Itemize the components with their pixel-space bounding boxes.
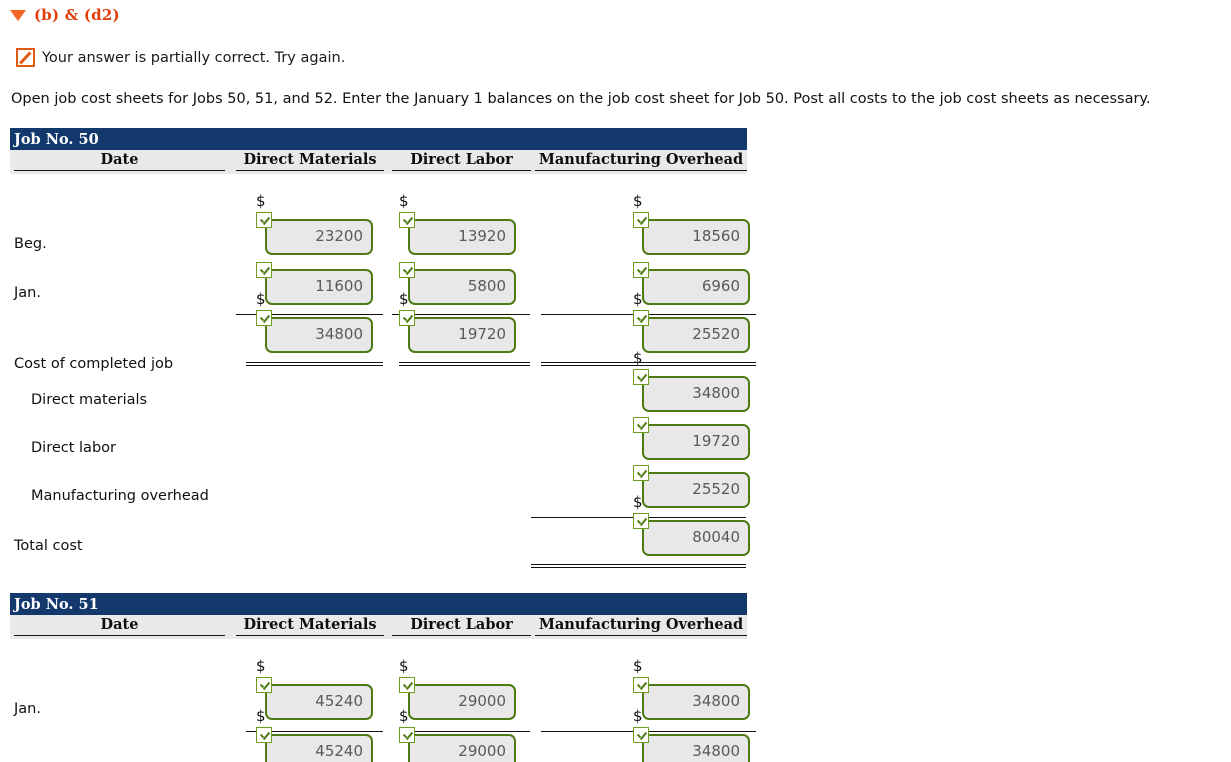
correct-check-icon (399, 212, 415, 228)
label-manufacturing-overhead: Manufacturing overhead (31, 488, 209, 504)
input-dm-beg[interactable]: 23200 (265, 219, 373, 255)
correct-check-icon (256, 262, 272, 278)
currency-symbol: $ (256, 192, 266, 210)
correct-check-icon (256, 310, 272, 326)
correct-check-icon (633, 262, 649, 278)
job-sheet-50: Job No. 50 Date Direct Materials Direct … (10, 128, 756, 370)
input-completed-total-cost[interactable]: 80040 (642, 520, 750, 556)
currency-symbol: $ (256, 657, 266, 675)
correct-check-icon (633, 417, 649, 433)
input-dl-jan[interactable]: 5800 (408, 269, 516, 305)
column-header-direct-labor: Direct Labor (392, 616, 531, 636)
correct-check-icon (633, 369, 649, 385)
cost-of-completed-job-block: Cost of completed job Direct materials $… (10, 349, 750, 582)
label-direct-labor: Direct labor (31, 440, 116, 456)
input-51-moh-total[interactable]: 34800 (642, 734, 750, 762)
input-completed-direct-labor[interactable]: 19720 (642, 424, 750, 460)
correct-check-icon (256, 727, 272, 743)
column-header-direct-labor: Direct Labor (392, 151, 531, 171)
subtotal-rule-dl (392, 314, 530, 315)
row-label-jan: Jan. (14, 285, 41, 301)
input-dm-jan[interactable]: 11600 (265, 269, 373, 305)
correct-check-icon (399, 677, 415, 693)
column-header-date: Date (14, 151, 225, 171)
correct-check-icon (256, 677, 272, 693)
job50-column-headers: Date Direct Materials Direct Labor Manuf… (10, 150, 747, 174)
currency-symbol: $ (633, 290, 643, 308)
input-dl-beg[interactable]: 13920 (408, 219, 516, 255)
currency-symbol: $ (399, 707, 409, 725)
partially-correct-icon (16, 48, 35, 67)
input-completed-manufacturing-overhead[interactable]: 25520 (642, 472, 750, 508)
input-51-dl-jan[interactable]: 29000 (408, 684, 516, 720)
job51-column-headers: Date Direct Materials Direct Labor Manuf… (10, 615, 747, 639)
correct-check-icon (399, 727, 415, 743)
status-message: Your answer is partially correct. Try ag… (42, 49, 346, 66)
input-51-dm-jan[interactable]: 45240 (265, 684, 373, 720)
currency-symbol: $ (633, 349, 643, 367)
currency-symbol: $ (633, 192, 643, 210)
instruction-text: Open job cost sheets for Jobs 50, 51, an… (11, 91, 1151, 107)
total-double-rule-moh (541, 362, 756, 366)
input-51-dm-total[interactable]: 45240 (265, 734, 373, 762)
input-dl-total[interactable]: 19720 (408, 317, 516, 353)
column-header-direct-materials: Direct Materials (236, 151, 384, 171)
input-moh-beg[interactable]: 18560 (642, 219, 750, 255)
status-row: Your answer is partially correct. Try ag… (16, 48, 345, 67)
label-direct-materials: Direct materials (31, 392, 148, 408)
subtotal-rule-51-dm (246, 731, 383, 732)
input-moh-jan[interactable]: 6960 (642, 269, 750, 305)
correct-check-icon (633, 310, 649, 326)
currency-symbol: $ (256, 290, 266, 308)
subtotal-rule-dm (236, 314, 383, 315)
column-header-direct-materials: Direct Materials (236, 616, 384, 636)
column-header-manufacturing-overhead: Manufacturing Overhead (535, 151, 747, 171)
currency-symbol: $ (399, 192, 409, 210)
triangle-down-icon[interactable] (10, 9, 26, 21)
input-completed-direct-materials[interactable]: 34800 (642, 376, 750, 412)
section-title: (b) & (d2) (34, 6, 120, 24)
correct-check-icon (399, 310, 415, 326)
input-dm-total[interactable]: 34800 (265, 317, 373, 353)
column-header-manufacturing-overhead: Manufacturing Overhead (535, 616, 747, 636)
row-label-beg: Beg. (14, 236, 47, 252)
input-51-dl-total[interactable]: 29000 (408, 734, 516, 762)
currency-symbol: $ (633, 657, 643, 675)
total-double-rule-dl (399, 362, 530, 366)
row-label-jan: Jan. (14, 701, 41, 717)
currency-symbol: $ (256, 707, 266, 725)
completed-total-double-rule (531, 564, 746, 568)
correct-check-icon (633, 465, 649, 481)
correct-check-icon (633, 727, 649, 743)
currency-symbol: $ (633, 707, 643, 725)
currency-symbol: $ (633, 493, 643, 511)
job50-title: Job No. 50 (10, 128, 747, 150)
subtotal-rule-51-dl (399, 731, 530, 732)
correct-check-icon (633, 677, 649, 693)
correct-check-icon (399, 262, 415, 278)
correct-check-icon (256, 212, 272, 228)
correct-check-icon (633, 212, 649, 228)
correct-check-icon (633, 513, 649, 529)
completed-job-heading: Cost of completed job (14, 356, 174, 372)
job-sheet-51: Job No. 51 Date Direct Materials Direct … (10, 593, 756, 762)
total-double-rule-dm (246, 362, 383, 366)
input-moh-total[interactable]: 25520 (642, 317, 750, 353)
currency-symbol: $ (399, 657, 409, 675)
currency-symbol: $ (399, 290, 409, 308)
label-total-cost: Total cost (14, 538, 83, 554)
column-header-date: Date (14, 616, 225, 636)
input-51-moh-jan[interactable]: 34800 (642, 684, 750, 720)
section-header[interactable]: (b) & (d2) (10, 6, 120, 24)
job51-title: Job No. 51 (10, 593, 747, 615)
job50-rows: Beg. $ 23200 $ 13920 $ 18560 Jan. (10, 174, 756, 370)
job51-rows: Jan. $ 45240 $ 29000 $ 34800 $ (10, 639, 756, 762)
